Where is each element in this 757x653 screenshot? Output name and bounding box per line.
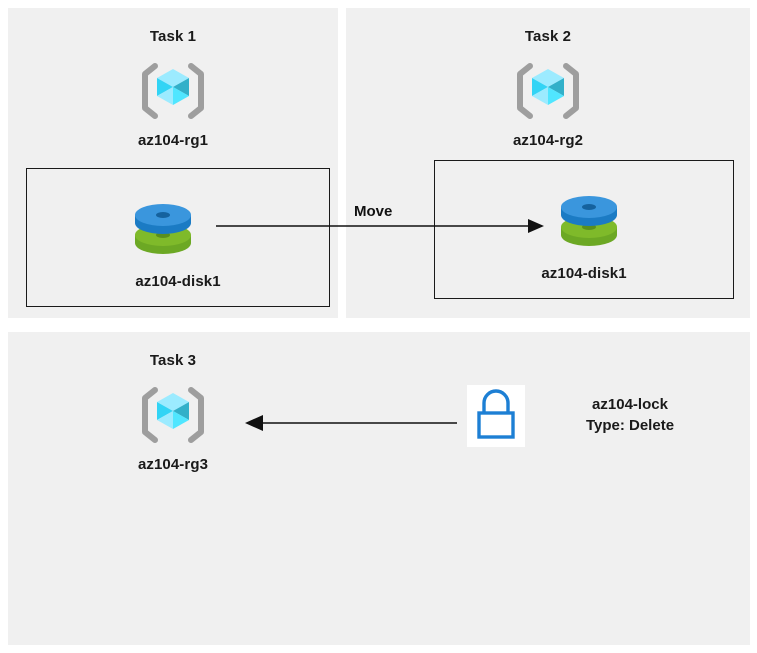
move-connector-arrow xyxy=(216,219,544,233)
resource-label-disk1-task2: az104-disk1 xyxy=(541,265,627,282)
task-3-title: Task 3 xyxy=(149,352,197,369)
lock-type-label: Type: Delete xyxy=(585,417,675,434)
resource-group-label-rg1: az104-rg1 xyxy=(137,132,209,149)
resource-label-disk1-task1: az104-disk1 xyxy=(135,273,221,290)
lock-name-label: az104-lock xyxy=(592,396,668,413)
resource-group-cube-icon xyxy=(512,60,584,122)
managed-disk-icon xyxy=(553,191,625,253)
move-connector-label: Move xyxy=(354,203,393,220)
resource-group-cube-icon xyxy=(137,384,209,446)
resource-box-task-2: az104-disk1 xyxy=(434,160,734,299)
resource-group-label-rg3: az104-rg3 xyxy=(137,456,209,473)
lock-connector-arrow xyxy=(245,415,457,431)
managed-disk-icon xyxy=(127,199,199,261)
resource-box-task-1: az104-disk1 xyxy=(26,168,330,307)
panel-task-1: Task 1 az104-rg1 xyxy=(8,8,338,318)
task-1-title: Task 1 xyxy=(149,28,197,45)
resource-group-label-rg2: az104-rg2 xyxy=(512,132,584,149)
resource-group-cube-icon xyxy=(137,60,209,122)
panel-task-3: Task 3 az104-rg3 xyxy=(8,332,750,645)
task-2-title: Task 2 xyxy=(524,28,572,45)
padlock-icon xyxy=(467,385,525,447)
